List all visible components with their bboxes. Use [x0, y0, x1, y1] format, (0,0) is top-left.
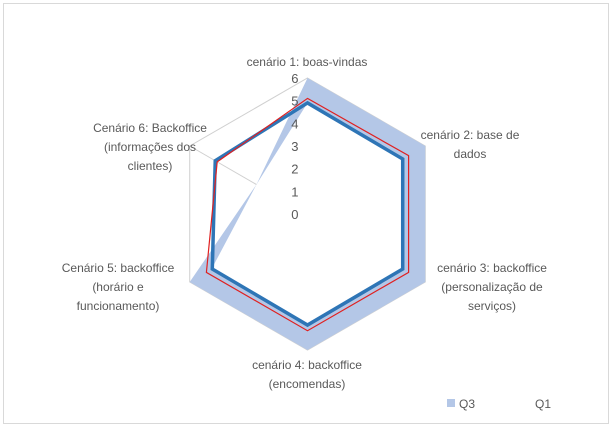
category-label: clientes): [128, 159, 173, 173]
tick-label: 1: [291, 184, 298, 199]
legend-label-q1: Q1: [535, 397, 551, 411]
legend: Q3 Q1: [447, 397, 551, 411]
category-label: serviços): [468, 299, 516, 313]
tick-label: 5: [291, 94, 298, 109]
chart-frame: [3, 3, 609, 424]
category-label: dados: [454, 147, 487, 161]
category-label: (encomendas): [269, 377, 346, 391]
tick-label: 0: [291, 207, 298, 222]
category-label: cenário 3: backoffice: [437, 261, 547, 275]
legend-swatch-q3: [447, 399, 455, 407]
tick-label: 4: [291, 116, 298, 131]
category-label: cenário 2: base de: [421, 128, 520, 142]
tick-label: 2: [291, 162, 298, 177]
category-label: cenário 1: boas-vindas: [247, 55, 368, 69]
category-label: funcionamento): [77, 299, 160, 313]
series-line-2: [210, 100, 405, 328]
tick-label: 6: [291, 71, 298, 86]
series-area-q1: [211, 102, 404, 326]
category-label: Cenário 6: Backoffice: [93, 121, 207, 135]
category-label: (personalização de: [441, 280, 543, 294]
legend-label-q3: Q3: [459, 397, 475, 411]
category-label: (horário e: [92, 280, 144, 294]
category-label: (informações dos: [104, 140, 196, 154]
category-label: cenário 4: backoffice: [252, 358, 362, 372]
tick-label: 3: [291, 139, 298, 154]
category-label: Cenário 5: backoffice: [62, 261, 175, 275]
series-line-3: [205, 97, 410, 332]
